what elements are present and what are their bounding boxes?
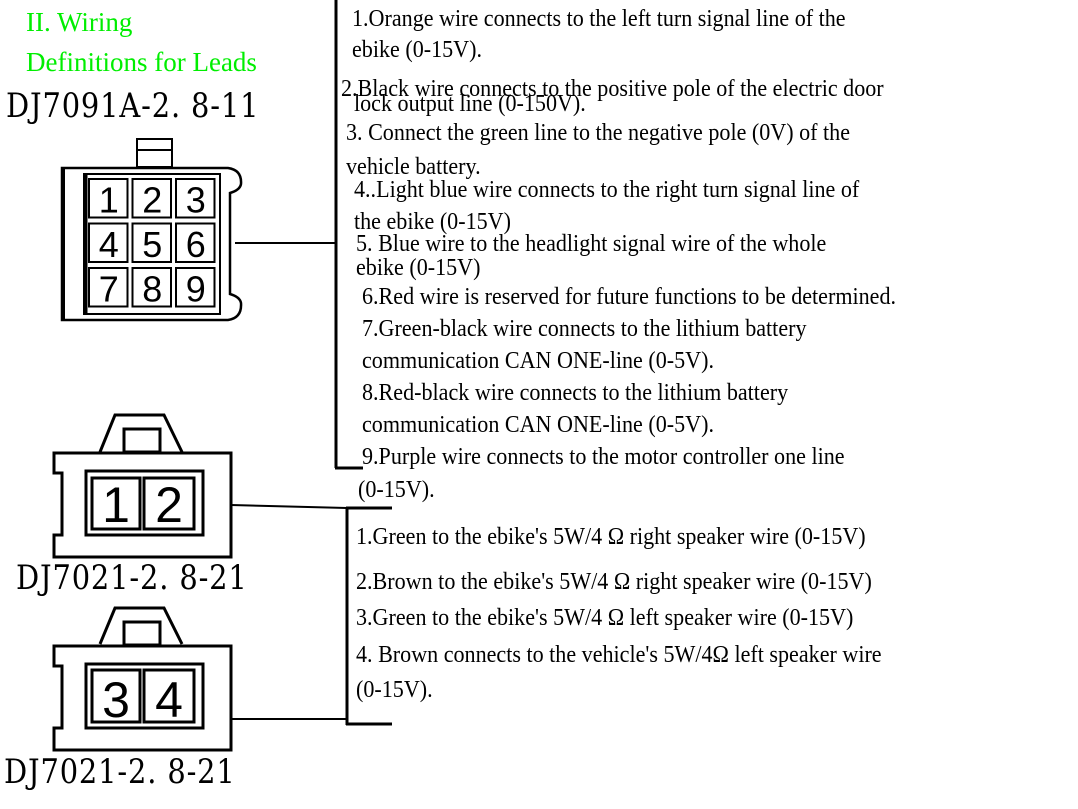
speaker-desc-4a: 4. Brown connects to the vehicle's 5W/4Ω… xyxy=(356,642,882,668)
lead-line-speaker-a xyxy=(230,504,348,509)
wire-desc-2b: lock output line (0-150V). xyxy=(354,91,586,117)
pin-8: 8 xyxy=(142,269,162,310)
connector-2pin-b: 3 4 xyxy=(52,606,233,752)
wire-desc-7a: 7.Green-black wire connects to the lithi… xyxy=(362,316,807,342)
wire-desc-3a: 3. Connect the green line to the negativ… xyxy=(346,120,851,146)
wire-desc-7b: communication CAN ONE-line (0-5V). xyxy=(362,348,714,374)
pin-4: 4 xyxy=(99,224,119,265)
pin-cell xyxy=(88,178,129,219)
pin-5: 5 xyxy=(142,224,162,265)
wire-desc-4a: 4..Light blue wire connects to the right… xyxy=(354,177,860,203)
pin-3: 3 xyxy=(186,180,206,221)
pin-3: 3 xyxy=(102,672,130,728)
wire-desc-9b: (0-15V). xyxy=(358,477,435,503)
pin-1: 1 xyxy=(102,477,130,533)
wire-desc-3b: vehicle battery. xyxy=(346,154,481,180)
connector-model-2pin-b: DJ7021-2. 8-21 xyxy=(4,752,236,792)
speaker-desc-2: 2.Brown to the ebike's 5W/4 Ω right spea… xyxy=(356,569,872,595)
section-title-line2: Definitions for Leads xyxy=(26,47,257,77)
wire-desc-8a: 8.Red-black wire connects to the lithium… xyxy=(362,380,789,406)
pin-2: 2 xyxy=(142,180,162,221)
wire-desc-4b: the ebike (0-15V) xyxy=(354,209,511,235)
section-title-line1: II. Wiring xyxy=(26,7,133,37)
pin-1: 1 xyxy=(99,180,119,221)
pin-cell xyxy=(88,222,129,263)
speaker-desc-3: 3.Green to the ebike's 5W/4 Ω left speak… xyxy=(356,605,854,631)
wire-desc-9a: 9.Purple wire connects to the motor cont… xyxy=(362,444,845,470)
pin-4: 4 xyxy=(155,672,183,728)
wire-desc-1b: ebike (0-15V). xyxy=(352,37,482,63)
speaker-desc-1: 1.Green to the ebike's 5W/4 Ω right spea… xyxy=(356,524,866,550)
wire-desc-5b: ebike (0-15V) xyxy=(356,255,481,281)
wire-desc-5a: 5. Blue wire to the headlight signal wir… xyxy=(356,231,827,257)
pin-cell xyxy=(88,267,129,308)
pin-cell xyxy=(131,178,172,219)
connector-model-9pin: DJ7091A-2. 8-11 xyxy=(6,86,260,126)
speaker-desc-4b: (0-15V). xyxy=(356,677,433,703)
pin-6: 6 xyxy=(186,224,206,265)
wire-desc-6: 6.Red wire is reserved for future functi… xyxy=(362,284,897,310)
pin-cell xyxy=(131,222,172,263)
connector-model-2pin-a: DJ7021-2. 8-21 xyxy=(16,558,248,598)
wire-desc-2a: 2.Black wire connects to the positive po… xyxy=(341,76,884,102)
pin-cell xyxy=(131,267,172,308)
wire-desc-8b: communication CAN ONE-line (0-5V). xyxy=(362,412,714,438)
pin-9: 9 xyxy=(186,269,206,310)
pin-cell xyxy=(175,178,216,219)
pin-7: 7 xyxy=(99,269,119,310)
pin-cell xyxy=(175,267,216,308)
pin-2: 2 xyxy=(155,477,183,533)
pin-cell xyxy=(175,222,216,263)
wire-desc-1a: 1.Orange wire connects to the left turn … xyxy=(352,6,846,32)
connector-2pin-a: 1 2 xyxy=(52,413,233,559)
